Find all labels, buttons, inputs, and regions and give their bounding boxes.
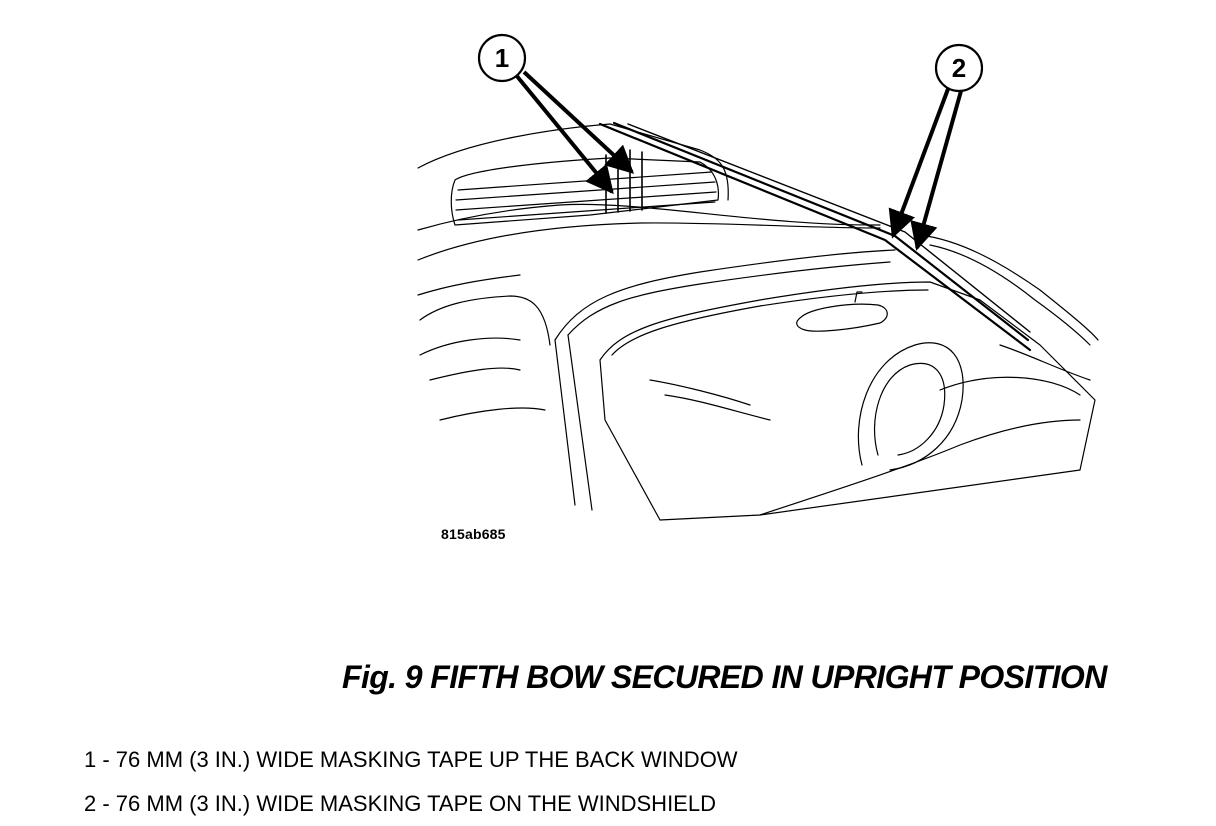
- windshield: [599, 281, 1096, 521]
- steering-wheel: [857, 342, 964, 471]
- callout-2-leader-b: [910, 90, 963, 251]
- windshield-header: [554, 249, 896, 341]
- callout-2: 2: [888, 43, 984, 251]
- callout-1-circle: [477, 33, 527, 83]
- legend-item-2: 2 - 76 MM (3 IN.) WIDE MASKING TAPE ON T…: [84, 791, 716, 816]
- callout-2-leader-a: [888, 88, 950, 239]
- callout-1-label: 1: [495, 43, 509, 73]
- rearview-mirror: [796, 303, 888, 332]
- vehicle-line-art: [417, 121, 1099, 521]
- legend: 1 - 76 MM (3 IN.) WIDE MASKING TAPE UP T…: [84, 738, 738, 826]
- callout-2-label: 2: [952, 53, 966, 83]
- legend-item-1: 1 - 76 MM (3 IN.) WIDE MASKING TAPE UP T…: [84, 747, 738, 772]
- vehicle-roof-illustration: 1 2: [417, 33, 1099, 521]
- callout-1: 1: [477, 33, 635, 195]
- callout-1-leader-a: [514, 73, 614, 195]
- figure-code: 815ab685: [441, 526, 506, 542]
- figure-caption: Fig. 9 FIFTH BOW SECURED IN UPRIGHT POSI…: [342, 659, 1107, 695]
- windshield-tape: [598, 122, 1032, 352]
- callout-1-leader-b: [522, 70, 635, 174]
